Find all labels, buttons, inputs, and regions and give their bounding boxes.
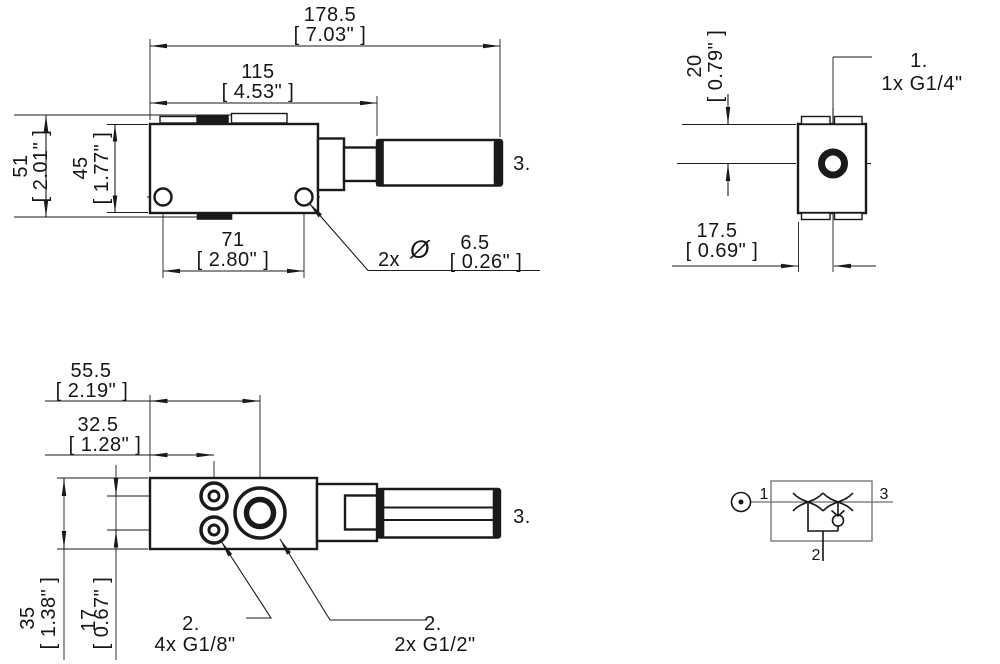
top-strip-dark [196, 115, 229, 124]
dim-port-offset-in: [ 0.69" ] [686, 240, 759, 262]
check-valve-seat-icon [830, 509, 846, 518]
dim-small-port-in: [ 1.28" ] [69, 434, 142, 456]
pressure-source-dot [738, 499, 744, 505]
g12-callout-leader [279, 538, 427, 621]
dim-total-length-mm: 178.5 [304, 4, 357, 26]
dim-hole-spacing-mm: 71 [221, 229, 244, 251]
end-view: 20 [ 0.79" ] 1. 1x G1/4" 17.5 [ 0.69" ] [672, 30, 962, 272]
hole-callout-mm: 6.5 [460, 232, 489, 254]
g18-callout-ref: 2. [182, 613, 200, 635]
bottom-silencer-left-band [377, 488, 385, 539]
dim-total-height-mm: 51 [10, 154, 32, 177]
dim-body-height-mm: 45 [70, 156, 92, 179]
port-callout-label: 1x G1/4" [881, 73, 962, 95]
valve-body-outline [148, 122, 320, 215]
g18-port-upper-inner [207, 489, 221, 503]
g18-port-lower-inner [207, 523, 221, 537]
schematic-port-1: 1 [760, 486, 769, 503]
top-strip-left [159, 115, 198, 124]
end-tab-bottom-left [800, 212, 831, 221]
silencer-ref-label-bottom: 3. [513, 506, 531, 528]
silencer-outline [375, 138, 504, 187]
hole-callout-qty: 2x [378, 249, 400, 271]
side-view: 178.5 [ 7.03" ] 115 [ 4.53" ] 51 [ 2.01"… [10, 4, 540, 278]
dim-total-height-in: [ 2.01" ] [30, 130, 52, 203]
port-ref-label: 1. [910, 50, 928, 72]
diameter-symbol: Ø [409, 236, 431, 264]
dim-port-spacing-mm: 17 [78, 608, 100, 631]
dim-port-depth-mm: 20 [684, 54, 706, 77]
schematic-port-2: 2 [812, 547, 821, 564]
connector-step-1 [316, 137, 346, 192]
bottom-silencer-end-cap [492, 488, 501, 539]
bottom-strip-dark [196, 212, 233, 220]
dim-large-port-mm: 55.5 [71, 360, 112, 382]
mounting-hole-right [294, 187, 314, 207]
end-tab-bottom-right [833, 212, 863, 221]
top-strip-right [230, 112, 288, 124]
dim-body-width-mm: 35 [17, 606, 39, 629]
g12-port-inner [243, 496, 277, 530]
dim-port-spacing-in: [ 0.67" ] [91, 577, 113, 650]
bottom-silencer-outline [376, 487, 502, 539]
schematic-box [770, 480, 873, 542]
g14-port-hole [818, 148, 848, 179]
vacuum-branch-lines [807, 502, 839, 561]
pneumatic-schematic: 1 3 2 [730, 480, 893, 564]
dim-total-length-in: [ 7.03" ] [294, 24, 367, 46]
pressure-source-icon [730, 491, 752, 513]
hole-callout-in: [ 0.26" ] [450, 251, 523, 273]
hole-callout-leader [308, 202, 540, 272]
dim-hole-spacing-in: [ 2.80" ] [197, 249, 270, 271]
dim-large-port-in: [ 2.19" ] [56, 380, 129, 402]
dim-body-height-in: [ 1.77" ] [91, 132, 113, 205]
end-tab-top-left [800, 115, 831, 125]
side-extension-lines [14, 39, 501, 278]
silencer-left-band [376, 139, 384, 187]
dim-body-width-in: [ 1.38" ] [38, 577, 60, 650]
check-valve-ball-icon [831, 514, 845, 527]
g18-callout-leader [220, 540, 273, 619]
bottom-silencer-slot-lines [384, 506, 493, 521]
dim-port-offset-mm: 17.5 [697, 220, 738, 242]
bottom-extension-lines [57, 395, 261, 550]
schematic-port-3: 3 [880, 486, 889, 503]
dim-body-length-mm: 115 [241, 61, 274, 83]
end-tab-top-right [833, 115, 863, 125]
bottom-connector-notch [343, 494, 379, 531]
bottom-view: 55.5 [ 2.19" ] 32.5 [ 1.28" ] 35 [ 1.38"… [17, 360, 531, 660]
dim-small-port-mm: 32.5 [78, 414, 119, 436]
mounting-hole-left [153, 187, 173, 207]
g12-callout-label: 2x G1/2" [394, 634, 475, 656]
g18-callout-label: 4x G1/8" [154, 634, 235, 656]
silencer-end-cap [493, 139, 503, 187]
g12-callout-ref: 2. [424, 613, 442, 635]
dim-body-length-in: [ 4.53" ] [222, 81, 295, 103]
silencer-ref-label: 3. [513, 153, 531, 175]
connector-step-2 [342, 146, 379, 183]
dim-port-depth-in: [ 0.79" ] [705, 30, 727, 103]
